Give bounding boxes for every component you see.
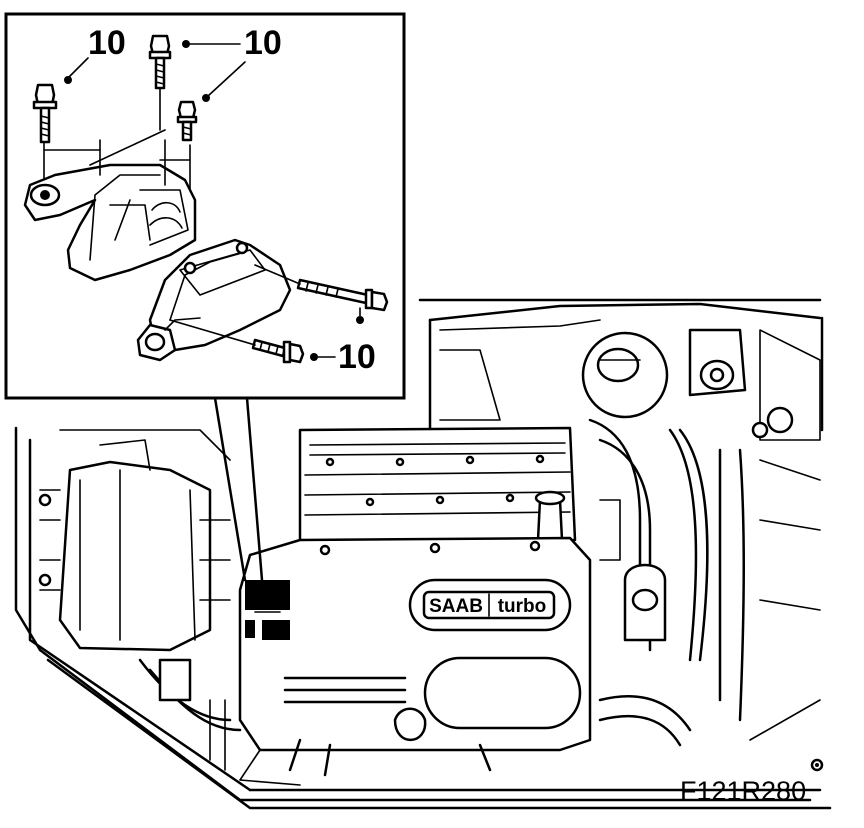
brand-left-text: SAAB <box>429 596 483 617</box>
bolt-lower-long <box>254 264 389 312</box>
bolt-upper-middle <box>148 34 172 90</box>
torque-label-top-right: 10 <box>182 24 282 102</box>
torque-value: 10 <box>338 338 376 376</box>
bolt-lower-short <box>169 319 305 364</box>
torque-dot <box>182 40 190 48</box>
bolt-upper-left <box>32 83 58 144</box>
figure-code: F121R280 <box>680 776 806 806</box>
bolt-upper-right <box>176 100 198 142</box>
engine-mount-lower-bracket <box>136 238 292 362</box>
torque-label-top-left: 10 <box>64 24 126 84</box>
torque-value: 10 <box>88 24 126 62</box>
engine-bay: SAAB turbo <box>14 298 832 810</box>
torque-dot <box>64 76 72 84</box>
inset-detail-box: 10 10 10 <box>4 12 406 582</box>
torque-dot <box>202 94 210 102</box>
engine-mount-upper <box>23 163 197 282</box>
brand-right-text: turbo <box>498 596 547 617</box>
torque-dot <box>310 353 318 361</box>
torque-value: 10 <box>244 24 282 62</box>
mount-location-marker <box>245 580 290 610</box>
torque-label-bottom-right: 10 <box>310 307 376 376</box>
